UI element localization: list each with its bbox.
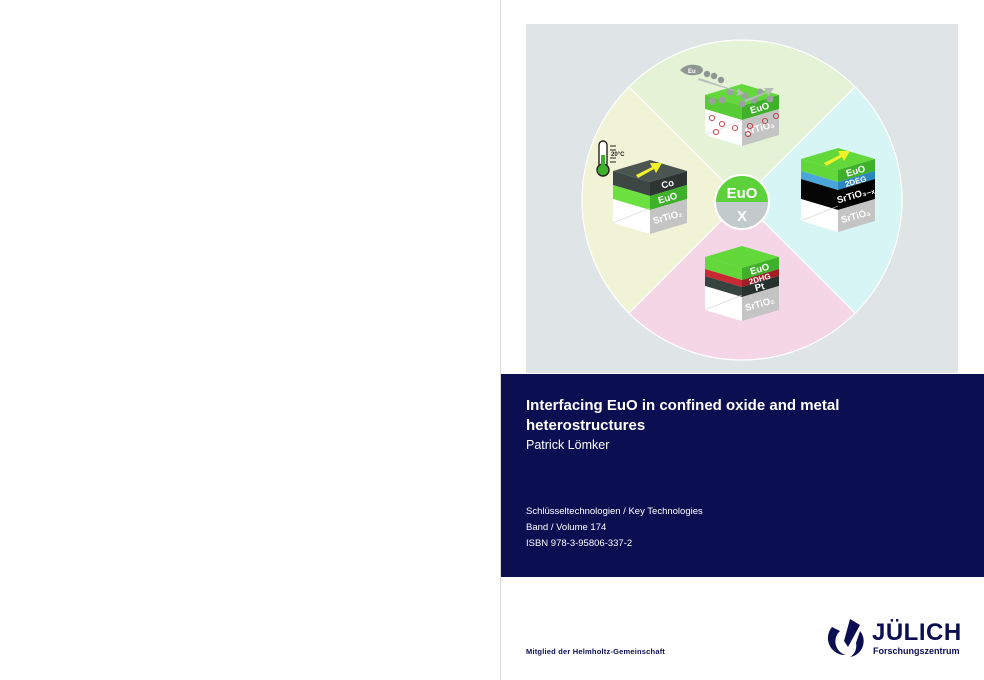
magnetization-arrow-icon [824, 151, 850, 166]
isbn: ISBN 978-3-95806-337-2 [526, 538, 633, 549]
center-label-top: EuO [727, 185, 758, 202]
layer-left-face [705, 276, 742, 297]
logo-subtitle: Forschungszentrum [873, 646, 960, 656]
layer-left-face [613, 185, 650, 210]
temperature-label: 20°C [611, 152, 625, 158]
layer-right-face [742, 109, 779, 146]
layer-right-face [742, 257, 779, 280]
helmholtz-membership: Mitglied der Helmholtz-Gemeinschaft [526, 647, 666, 656]
layer-right-face [742, 276, 779, 297]
layer-label: Co [660, 178, 675, 192]
juelich-logo: JÜLICH Forschungszentrum [826, 617, 966, 659]
layer-left-face [705, 286, 742, 321]
layer-right-face [838, 199, 875, 232]
layer-left-face [801, 179, 838, 210]
incoming-arrow-icon [698, 78, 744, 96]
eu-label: Eu [688, 69, 696, 75]
layer-right-face [650, 185, 687, 210]
layer-right-face [838, 179, 875, 210]
juelich-logo-mark-icon [827, 619, 864, 657]
series-name: Schlüsseltechnologien / Key Technologies [526, 506, 703, 517]
magnetization-arrow-icon [636, 163, 662, 178]
layer-left-face [705, 257, 742, 280]
layer-label: EuO [657, 191, 679, 207]
layer-left-face [705, 269, 742, 287]
thermometer-icon: 20°C [596, 140, 625, 177]
layer-left-face [801, 171, 838, 190]
layer-left-face [801, 199, 838, 232]
layer-label: EuO [749, 101, 771, 117]
outgoing-arrow-icon [744, 88, 774, 102]
center-label-bottom: X [737, 208, 747, 225]
center-badge: EuO X [714, 174, 770, 230]
heterostructure-diagram: EuOSrTiO₃CoEuOSrTiO₂EuO2DEGSrTiO₃₋ₓSrTiO… [581, 39, 903, 361]
layer-right-face [742, 286, 779, 321]
layer-left-face [613, 199, 650, 234]
layer-right-face [838, 159, 875, 182]
layer-right-face [838, 171, 875, 190]
layer-right-face [650, 171, 687, 196]
book-title: Interfacing EuO in confined oxide and me… [526, 397, 840, 434]
layer-left-face [613, 171, 650, 196]
eu-source-icon: Eu [680, 64, 725, 84]
volume-number: Band / Volume 174 [526, 522, 607, 533]
spine-line [500, 0, 501, 680]
layer-right-face [742, 269, 779, 287]
layer-left-face [801, 159, 838, 182]
oxygen-dots [708, 88, 780, 137]
book-author: Patrick Lömker [526, 438, 610, 452]
layer-right-face [650, 199, 687, 234]
logo-name: JÜLICH [872, 619, 962, 646]
title-band: Interfacing EuO in confined oxide and me… [501, 374, 984, 577]
